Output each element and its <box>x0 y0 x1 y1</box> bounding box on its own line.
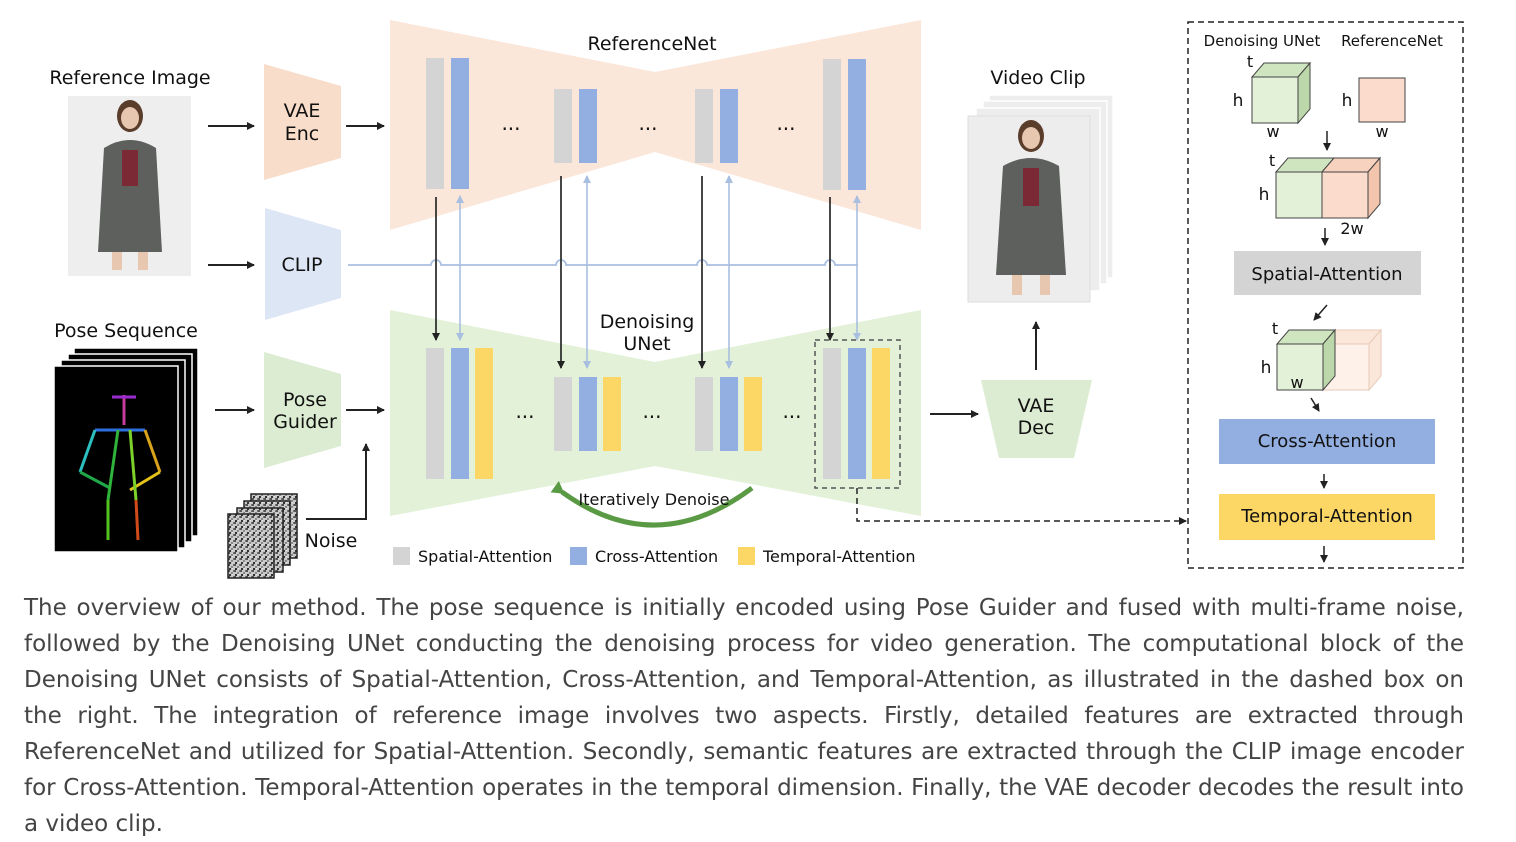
clip-to-cross-attention-arrows <box>456 175 861 369</box>
figure-caption: The overview of our method. The pose seq… <box>24 595 1464 837</box>
legend: Spatial-Attention Cross-Attention Tempor… <box>393 547 916 566</box>
cube3-h: h <box>1261 358 1272 378</box>
reference-feature-map <box>1358 77 1406 123</box>
denoising-unet-shape <box>390 310 921 516</box>
spatial-attention-block <box>1234 251 1421 295</box>
ref-ellipsis-2: ... <box>638 111 657 135</box>
video-clip-frames <box>967 94 1114 303</box>
ref-w: w <box>1375 122 1388 141</box>
vae-dec-label-2: Dec <box>1018 417 1055 439</box>
detail-referencenet-label: ReferenceNet <box>1341 32 1443 50</box>
cross-attention-block <box>1219 419 1435 464</box>
ref-ellipsis-1: ... <box>501 111 520 135</box>
denoising-feature-cube <box>1250 61 1312 125</box>
unet-ellipsis-2: ... <box>642 399 661 423</box>
cube2-t: t <box>1269 151 1275 170</box>
spatial-out-arrow <box>1313 304 1328 321</box>
detail-connector <box>856 488 1187 525</box>
legend-swatch-cross <box>570 547 587 565</box>
temporal-attention-block <box>1219 494 1435 540</box>
cross-attention-label: Cross-Attention <box>1258 431 1397 452</box>
reference-to-denoising-arrows <box>432 176 834 369</box>
unet-ellipsis-1: ... <box>515 399 534 423</box>
referencenet-label: ReferenceNet <box>587 33 716 55</box>
vae-enc-label-1: VAE <box>284 100 321 122</box>
reference-image-label: Reference Image <box>49 67 210 89</box>
spatial-attention-label: Spatial-Attention <box>1251 264 1402 285</box>
iteratively-denoise-label: Iteratively Denoise <box>579 490 730 509</box>
legend-label-cross: Cross-Attention <box>595 547 718 566</box>
to-cross-arrow <box>1310 397 1320 412</box>
noise-frames <box>227 493 298 579</box>
pose-guider-label-2: Guider <box>273 411 337 433</box>
cube1-t: t <box>1247 52 1253 71</box>
cube2-2w: 2w <box>1340 219 1363 238</box>
method-overview-diagram: Reference Image Pose Sequence Noise V <box>49 20 1464 579</box>
input-arrows <box>208 122 385 520</box>
cube1-h: h <box>1233 91 1244 111</box>
referencenet-shape <box>390 20 921 230</box>
cube1-w: w <box>1266 122 1279 141</box>
legend-swatch-temporal <box>738 547 755 565</box>
clip-label: CLIP <box>282 254 323 276</box>
iterative-denoise-arrow <box>550 481 754 528</box>
concatenated-feature-cube <box>1274 156 1382 220</box>
legend-label-spatial: Spatial-Attention <box>418 547 552 566</box>
vae-dec-label-1: VAE <box>1018 395 1055 417</box>
noise-label: Noise <box>305 530 358 552</box>
cube3-w: w <box>1290 373 1303 392</box>
denoising-unet-label-1: Denoising <box>600 311 695 333</box>
computational-block-highlight <box>814 339 901 489</box>
pose-sequence-label: Pose Sequence <box>54 320 198 342</box>
denoising-blocks <box>426 348 890 479</box>
clip-feature-line <box>348 259 858 266</box>
temporal-attention-label: Temporal-Attention <box>1240 506 1413 527</box>
legend-label-temporal: Temporal-Attention <box>762 547 916 566</box>
video-clip-label: Video Clip <box>990 67 1085 89</box>
cube2-h: h <box>1259 185 1270 205</box>
split-feature-cube <box>1275 328 1383 392</box>
vae-enc-label-2: Enc <box>285 123 320 145</box>
vae-encoder <box>264 64 341 180</box>
denoising-unet-label-2: UNet <box>623 333 670 355</box>
clip-encoder <box>265 208 341 320</box>
ref-ellipsis-3: ... <box>776 111 795 135</box>
vae-decoder <box>981 380 1092 458</box>
ref-h: h <box>1342 91 1353 111</box>
pose-guider <box>264 352 341 468</box>
unet-ellipsis-3: ... <box>782 399 801 423</box>
reference-image <box>68 96 191 276</box>
detail-denoising-unet-label: Denoising UNet <box>1204 32 1321 50</box>
legend-swatch-spatial <box>393 547 410 565</box>
cube3-t: t <box>1272 319 1278 338</box>
referencenet-blocks <box>426 58 866 190</box>
pose-sequence-frames <box>53 347 199 553</box>
pose-guider-label-1: Pose <box>283 389 327 411</box>
